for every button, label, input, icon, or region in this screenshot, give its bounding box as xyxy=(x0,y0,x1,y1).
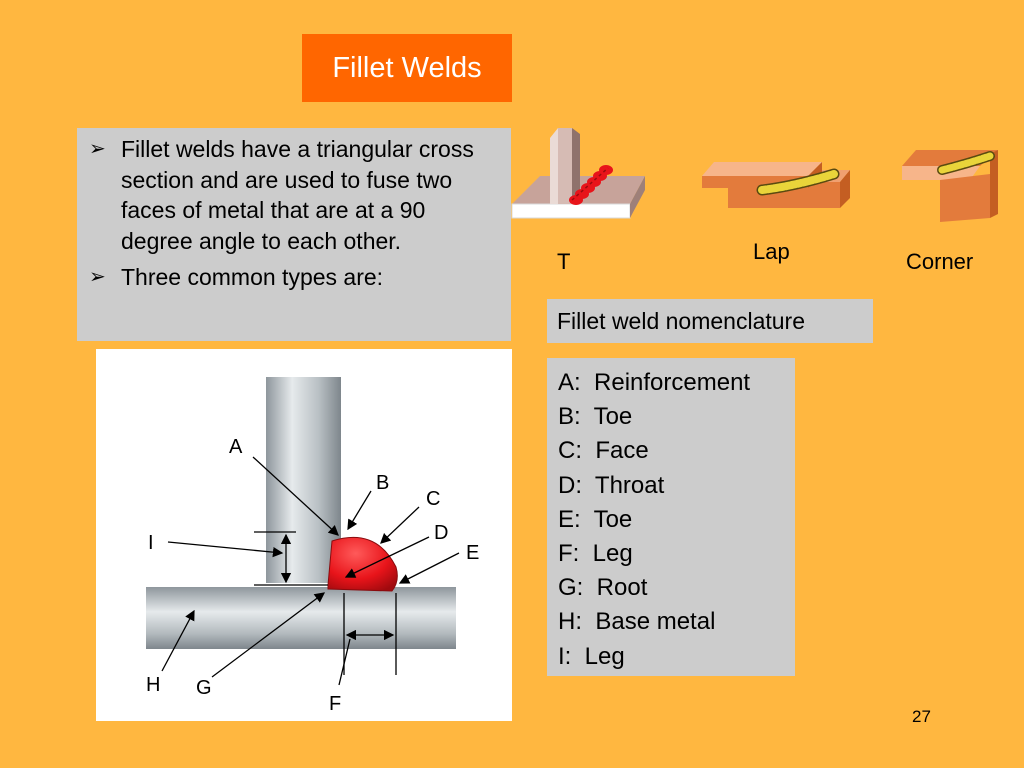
label-f: F xyxy=(329,693,341,715)
legend-item: A: Reinforcement xyxy=(558,369,751,396)
fillet-weld-svg: A B C D E I H G F xyxy=(146,377,479,715)
legend-item: C: Face xyxy=(558,437,649,465)
label-g: G xyxy=(196,677,212,699)
label-i: I xyxy=(148,532,154,554)
weld-bead xyxy=(327,536,398,592)
arrow-bullet-icon: ➢ xyxy=(89,138,106,160)
t-joint-label: T xyxy=(557,249,571,274)
legend-item: D: Throat xyxy=(558,471,665,499)
bullet-item: ➢ Fillet welds have a triangular cross s… xyxy=(89,134,491,256)
legend-item: I: Leg xyxy=(558,642,625,670)
label-e: E xyxy=(466,542,479,564)
corner-joint-illustration xyxy=(902,150,998,222)
legend-item: H: Base metal xyxy=(558,608,716,636)
bullet-text: Fillet welds have a triangular cross sec… xyxy=(121,136,474,254)
legend-item: F: Leg xyxy=(558,540,633,568)
legend-item: E: Toe xyxy=(558,505,633,533)
nomenclature-heading: Fillet weld nomenclature xyxy=(557,307,806,334)
label-b: B xyxy=(376,472,389,494)
bullet-panel: ➢ Fillet welds have a triangular cross s… xyxy=(77,128,511,341)
label-h: H xyxy=(146,674,160,696)
corner-joint-label: Corner xyxy=(906,249,974,274)
arrow-bullet-icon: ➢ xyxy=(89,266,106,288)
lap-joint-label: Lap xyxy=(753,239,790,264)
slide-title: Fillet Welds xyxy=(332,51,482,84)
t-joint-illustration xyxy=(511,128,645,219)
label-a: A xyxy=(229,436,243,458)
lap-joint-illustration xyxy=(702,162,850,208)
title-box: Fillet Welds xyxy=(302,34,512,102)
legend-item: G: Root xyxy=(558,574,648,602)
label-c: C xyxy=(426,488,440,510)
fillet-weld-diagram: A B C D E I H G F xyxy=(96,349,512,721)
legend-item: B: Toe xyxy=(558,403,633,431)
label-d: D xyxy=(434,522,448,544)
bullet-item: ➢ Three common types are: xyxy=(89,262,491,293)
nomenclature-heading-box: Fillet weld nomenclature xyxy=(547,299,873,343)
bullet-text: Three common types are: xyxy=(121,264,384,290)
nomenclature-legend: A: Reinforcement B: Toe C: Face D: Throa… xyxy=(547,358,795,676)
page-number: 27 xyxy=(912,707,931,726)
base-plate xyxy=(146,587,456,649)
